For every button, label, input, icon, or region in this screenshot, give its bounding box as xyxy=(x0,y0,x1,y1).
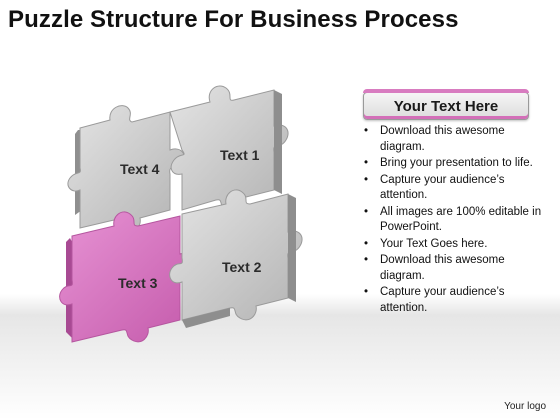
bullet-text: Your Text Goes here. xyxy=(380,237,488,250)
bullet-icon: • xyxy=(364,254,369,266)
bullet-list: • Download this awesome diagram. • Bring y… xyxy=(362,124,542,317)
list-item: • Capture your audience’s attention. xyxy=(362,285,542,316)
bullet-text: Download this awesome diagram. xyxy=(380,254,505,282)
bullet-text: Capture your audience’s attention. xyxy=(380,286,505,314)
list-item: • Bring your presentation to life. xyxy=(362,156,542,172)
bullet-icon: • xyxy=(364,173,369,186)
bullet-text: Bring your presentation to life. xyxy=(380,157,533,169)
text-panel-header-label: Your Text Here xyxy=(393,97,499,115)
bullet-text: All images are 100% editable in PowerPoi… xyxy=(380,205,542,234)
page-title: Puzzle Structure For Business Process xyxy=(8,6,459,33)
list-item: • All images are 100% editable in PowerPo… xyxy=(362,205,542,236)
logo-text: Your logo xyxy=(504,401,546,412)
bullet-icon: • xyxy=(364,157,369,169)
bullet-text: Download this awesome diagram. xyxy=(380,125,505,153)
list-item: • Your Text Goes here. xyxy=(362,237,542,253)
piece-label-text-4: Text 4 xyxy=(120,161,160,177)
bullet-icon: • xyxy=(364,205,369,218)
list-item: • Download this awesome diagram. xyxy=(362,124,542,155)
list-item: • Capture your audience’s attention. xyxy=(362,173,542,204)
puzzle-piece-text-1: Text 1 xyxy=(169,85,289,213)
puzzle-piece-text-3: Text 3 xyxy=(59,211,195,343)
puzzle-piece-text-2: Text 2 xyxy=(169,189,303,328)
bullet-text: Capture your audience’s attention. xyxy=(380,173,505,202)
puzzle-diagram: Text 4 Text 1 Text 3 Text 2 xyxy=(59,85,303,343)
list-item: • Download this awesome diagram. xyxy=(362,253,542,284)
bullet-icon: • xyxy=(364,125,369,137)
bullet-icon: • xyxy=(364,237,369,250)
bullet-icon: • xyxy=(364,286,369,298)
text-panel-header: Your Text Here xyxy=(363,89,529,120)
piece-label-text-3: Text 3 xyxy=(118,275,158,291)
piece-label-text-1: Text 1 xyxy=(220,147,260,163)
piece-label-text-2: Text 2 xyxy=(222,259,262,275)
puzzle-piece-text-4: Text 4 xyxy=(67,105,185,233)
